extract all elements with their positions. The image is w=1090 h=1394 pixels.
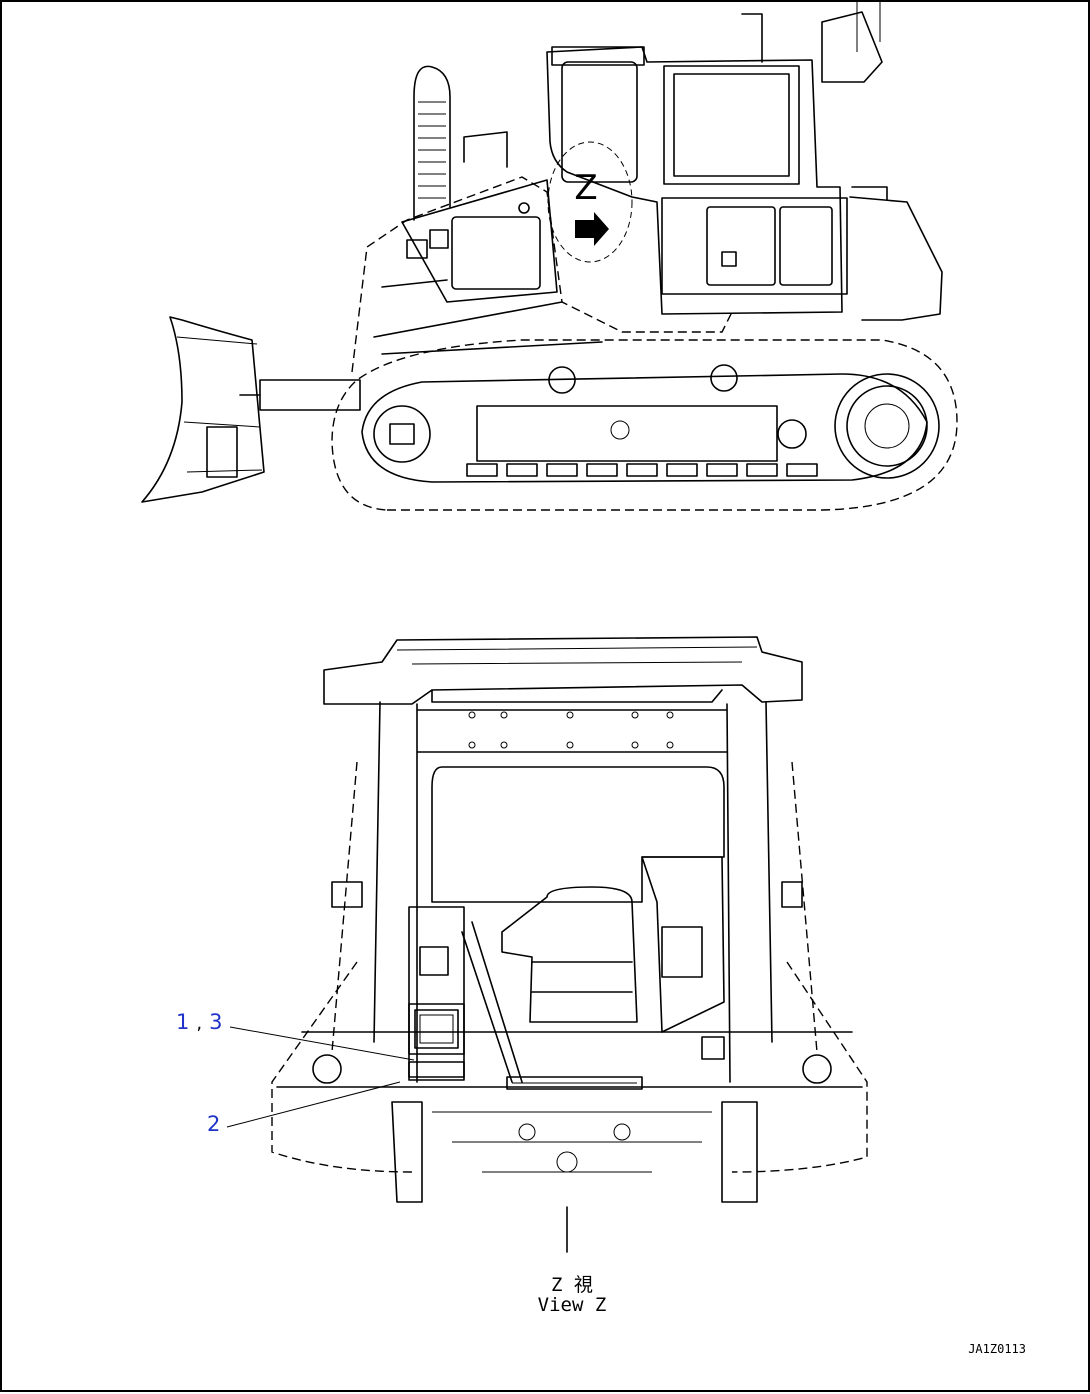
engine-hood (351, 176, 733, 373)
track-shoes (466, 463, 818, 477)
rops-top (741, 11, 883, 83)
blade (141, 316, 265, 503)
view-z-letter: Z (574, 168, 597, 208)
right-console (641, 856, 725, 1033)
frame-bolts (468, 711, 674, 749)
track-frame-box (476, 405, 778, 462)
operator-seat (501, 886, 638, 1023)
exhaust-stack (413, 65, 451, 221)
view-caption-english: View Z (537, 1294, 607, 1316)
front-idler (373, 405, 431, 463)
lift-cylinder (259, 379, 361, 411)
left-console (408, 906, 465, 1078)
rear-structure (849, 196, 943, 321)
cab-door-window (561, 61, 638, 183)
hood-window (451, 216, 541, 290)
callout-item-1-3: 1,3 (176, 1010, 223, 1034)
cab-inner-frame (416, 703, 731, 1083)
cab-rear-window (663, 65, 800, 185)
carrier-roller (548, 366, 576, 394)
floor-plate (506, 1076, 643, 1090)
callout-number: 3 (209, 1010, 224, 1034)
left-fender (271, 961, 413, 1173)
leader-line-1-3 (229, 1026, 415, 1061)
view-z-marker-outline (547, 141, 633, 263)
precleaner (463, 131, 508, 168)
callout-number: 2 (207, 1112, 222, 1136)
rear-sprocket (777, 373, 940, 479)
drawing-reference: JA1Z0113 (968, 1342, 1026, 1356)
canopy-top (323, 636, 803, 705)
callout-separator: , (196, 1013, 204, 1034)
undercarriage (391, 1101, 758, 1203)
hood-side-panel (401, 179, 558, 303)
track-outline (331, 339, 958, 511)
leader-line-2 (226, 1081, 401, 1128)
cab-rear-window (431, 766, 725, 903)
view-direction-arrow-icon (575, 212, 609, 246)
label-item-1-3 (414, 1009, 459, 1049)
view-caption-japanese: Z 視 (551, 1274, 593, 1296)
callout-number: 1 (176, 1010, 191, 1034)
carrier-roller (710, 364, 738, 392)
label-item-2 (408, 1061, 465, 1081)
bulldozer-side-view: Z (141, 2, 958, 511)
track-frame (361, 373, 928, 483)
cab-outline (546, 46, 843, 315)
rops-posts (373, 701, 773, 1043)
fender-box (661, 197, 848, 295)
blade-bracket (206, 426, 238, 478)
callout-item-2: 2 (207, 1112, 221, 1136)
right-fender (731, 961, 868, 1173)
